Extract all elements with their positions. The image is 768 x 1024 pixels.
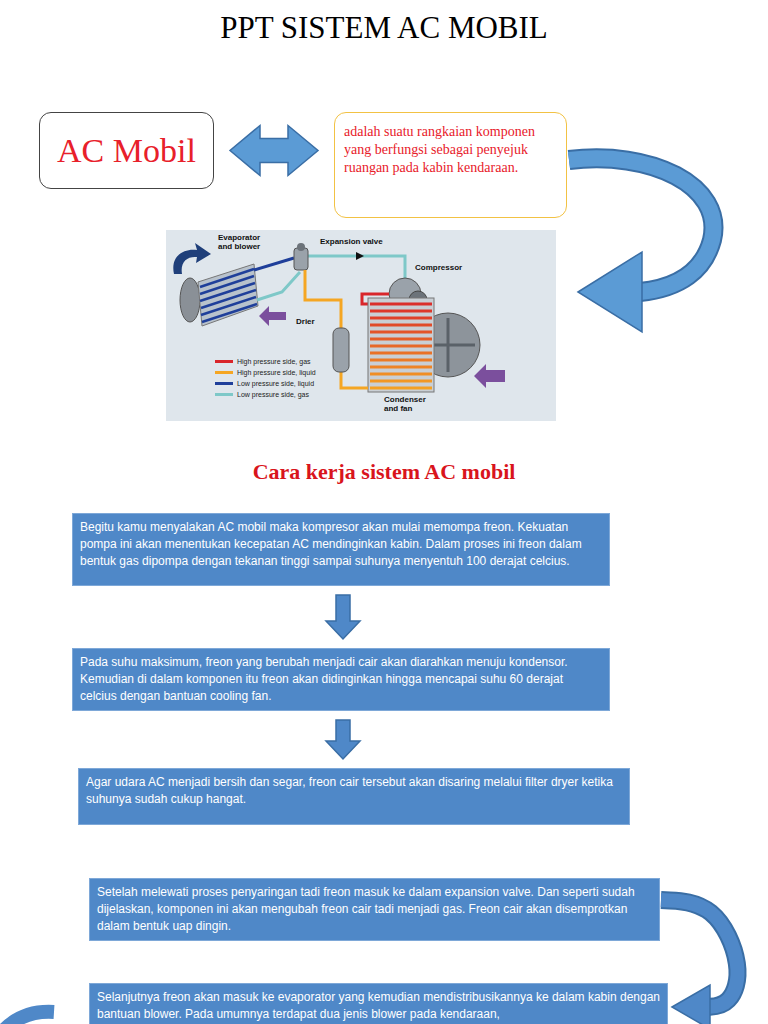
legend-swatch [215, 382, 233, 385]
section-heading: Cara kerja sistem AC mobil [0, 459, 768, 485]
curved-arrow [2, 1012, 54, 1024]
condenser-frame [368, 298, 434, 392]
airflow-arrow [259, 306, 286, 326]
evaporator-tube [202, 304, 257, 322]
connector [326, 595, 360, 639]
drier-symbol [333, 328, 349, 372]
part-label: Evaporator and blower [218, 233, 276, 251]
condenser-tube [370, 373, 432, 376]
arrow-head [672, 985, 710, 1024]
condenser-tube [370, 380, 432, 383]
condenser-tube [370, 303, 432, 306]
box-text: Setelah melewati proses penyaringan tadi… [97, 884, 652, 935]
box-text: AC Mobil [57, 132, 196, 170]
valve-cap [297, 243, 305, 251]
page-title: PPT SISTEM AC MOBIL [0, 10, 768, 46]
connector [661, 900, 738, 1024]
high-pressure-liquid-pipe [341, 372, 368, 388]
part-label: Drier [296, 317, 326, 326]
illustration-background [166, 230, 556, 421]
condenser-tube [370, 345, 432, 348]
legend-text: Low pressure side, liquid [237, 379, 314, 388]
legend-text: Low pressure side, gas [237, 390, 309, 399]
condenser-tube [370, 366, 432, 369]
connector [326, 720, 360, 759]
flow-arrow [356, 252, 364, 260]
airflow-arrow [173, 243, 211, 274]
evaporator-fins [198, 264, 258, 326]
blower-symbol [180, 278, 200, 322]
process-box: Begitu kamu menyalakan AC mobil maka kom… [72, 513, 610, 586]
evaporator-tubes [200, 269, 257, 322]
box-text: Selanjutnya freon akan masuk ke evaporat… [97, 989, 660, 1023]
legend-text: High pressure side, liquid [237, 368, 316, 377]
arrow-head [578, 252, 642, 332]
part-label: Condenser and fan [384, 395, 436, 413]
expansion-valve-symbol [294, 248, 308, 270]
part-label: Compressor [415, 263, 475, 272]
connector [230, 126, 318, 176]
airflow-arrow [474, 364, 505, 388]
block-arrow [326, 595, 360, 639]
legend-swatch [215, 360, 233, 363]
low-pressure-gas-pipe [257, 272, 300, 300]
process-box: Agar udara AC menjadi bersih dan segar, … [78, 768, 630, 825]
condenser-tube [370, 317, 432, 320]
condenser-tube [370, 338, 432, 341]
low-pressure-liquid-pipe [254, 258, 294, 270]
condenser-tube [370, 331, 432, 334]
process-box: Selanjutnya freon akan masuk ke evaporat… [89, 983, 668, 1024]
part-label: Expansion valve [320, 237, 400, 246]
process-box: Setelah melewati proses penyaringan tadi… [89, 878, 660, 941]
definition-box: adalah suatu rangkaian komponen yang ber… [334, 112, 567, 218]
condenser-tube [370, 352, 432, 355]
condenser-tube [370, 359, 432, 362]
legend-text: High pressure side, gas [237, 357, 311, 366]
legend-swatch [215, 393, 233, 396]
condenser-tube [370, 310, 432, 313]
box-text: Pada suhu maksimum, freon yang berubah m… [80, 654, 602, 705]
condenser-tube [370, 324, 432, 327]
condenser-tubes [370, 304, 432, 388]
box-text: adalah suatu rangkaian komponen yang ber… [344, 123, 557, 177]
box-text: Agar udara AC menjadi bersih dan segar, … [86, 774, 622, 808]
box-text: Begitu kamu menyalakan AC mobil maka kom… [80, 519, 602, 570]
process-box: Pada suhu maksimum, freon yang berubah m… [72, 648, 610, 711]
legend-swatch [215, 371, 233, 374]
condenser-tube [370, 387, 432, 390]
block-arrow [326, 720, 360, 759]
title-box: AC Mobil [39, 112, 214, 189]
block-arrow [230, 126, 318, 176]
